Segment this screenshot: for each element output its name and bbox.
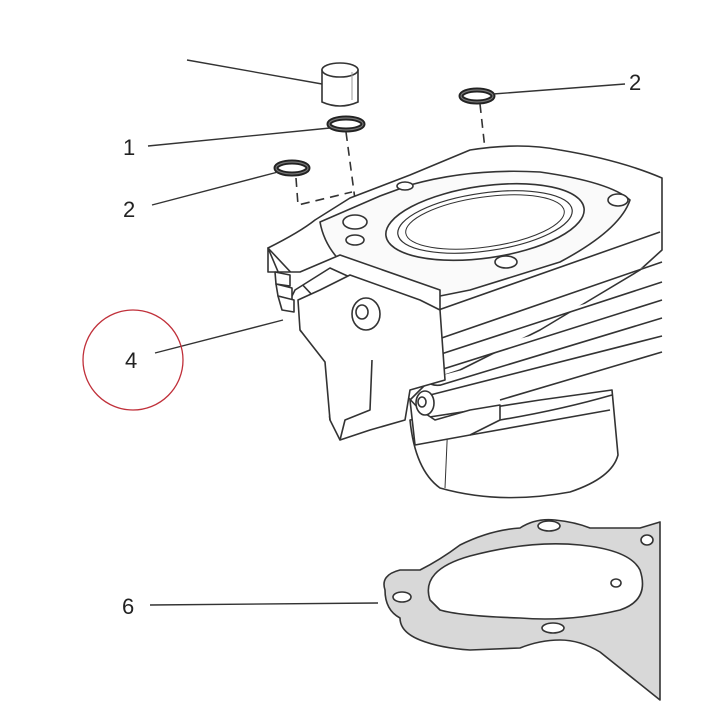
o-ring-part-2-left [273,159,311,177]
callout-2-top: 2 [629,70,641,95]
leader-lines [147,59,626,606]
o-ring-part-1 [326,115,366,133]
head-gasket [383,518,661,701]
callout-2-left: 2 [123,197,135,222]
callout-6: 6 [122,594,134,619]
dowel-pin [321,62,359,107]
o-ring-part-2-right [458,87,496,105]
highlight-circle [82,309,184,411]
cylinder-block [267,145,663,499]
callout-1: 1 [123,135,135,160]
callout-4: 4 [125,348,137,373]
